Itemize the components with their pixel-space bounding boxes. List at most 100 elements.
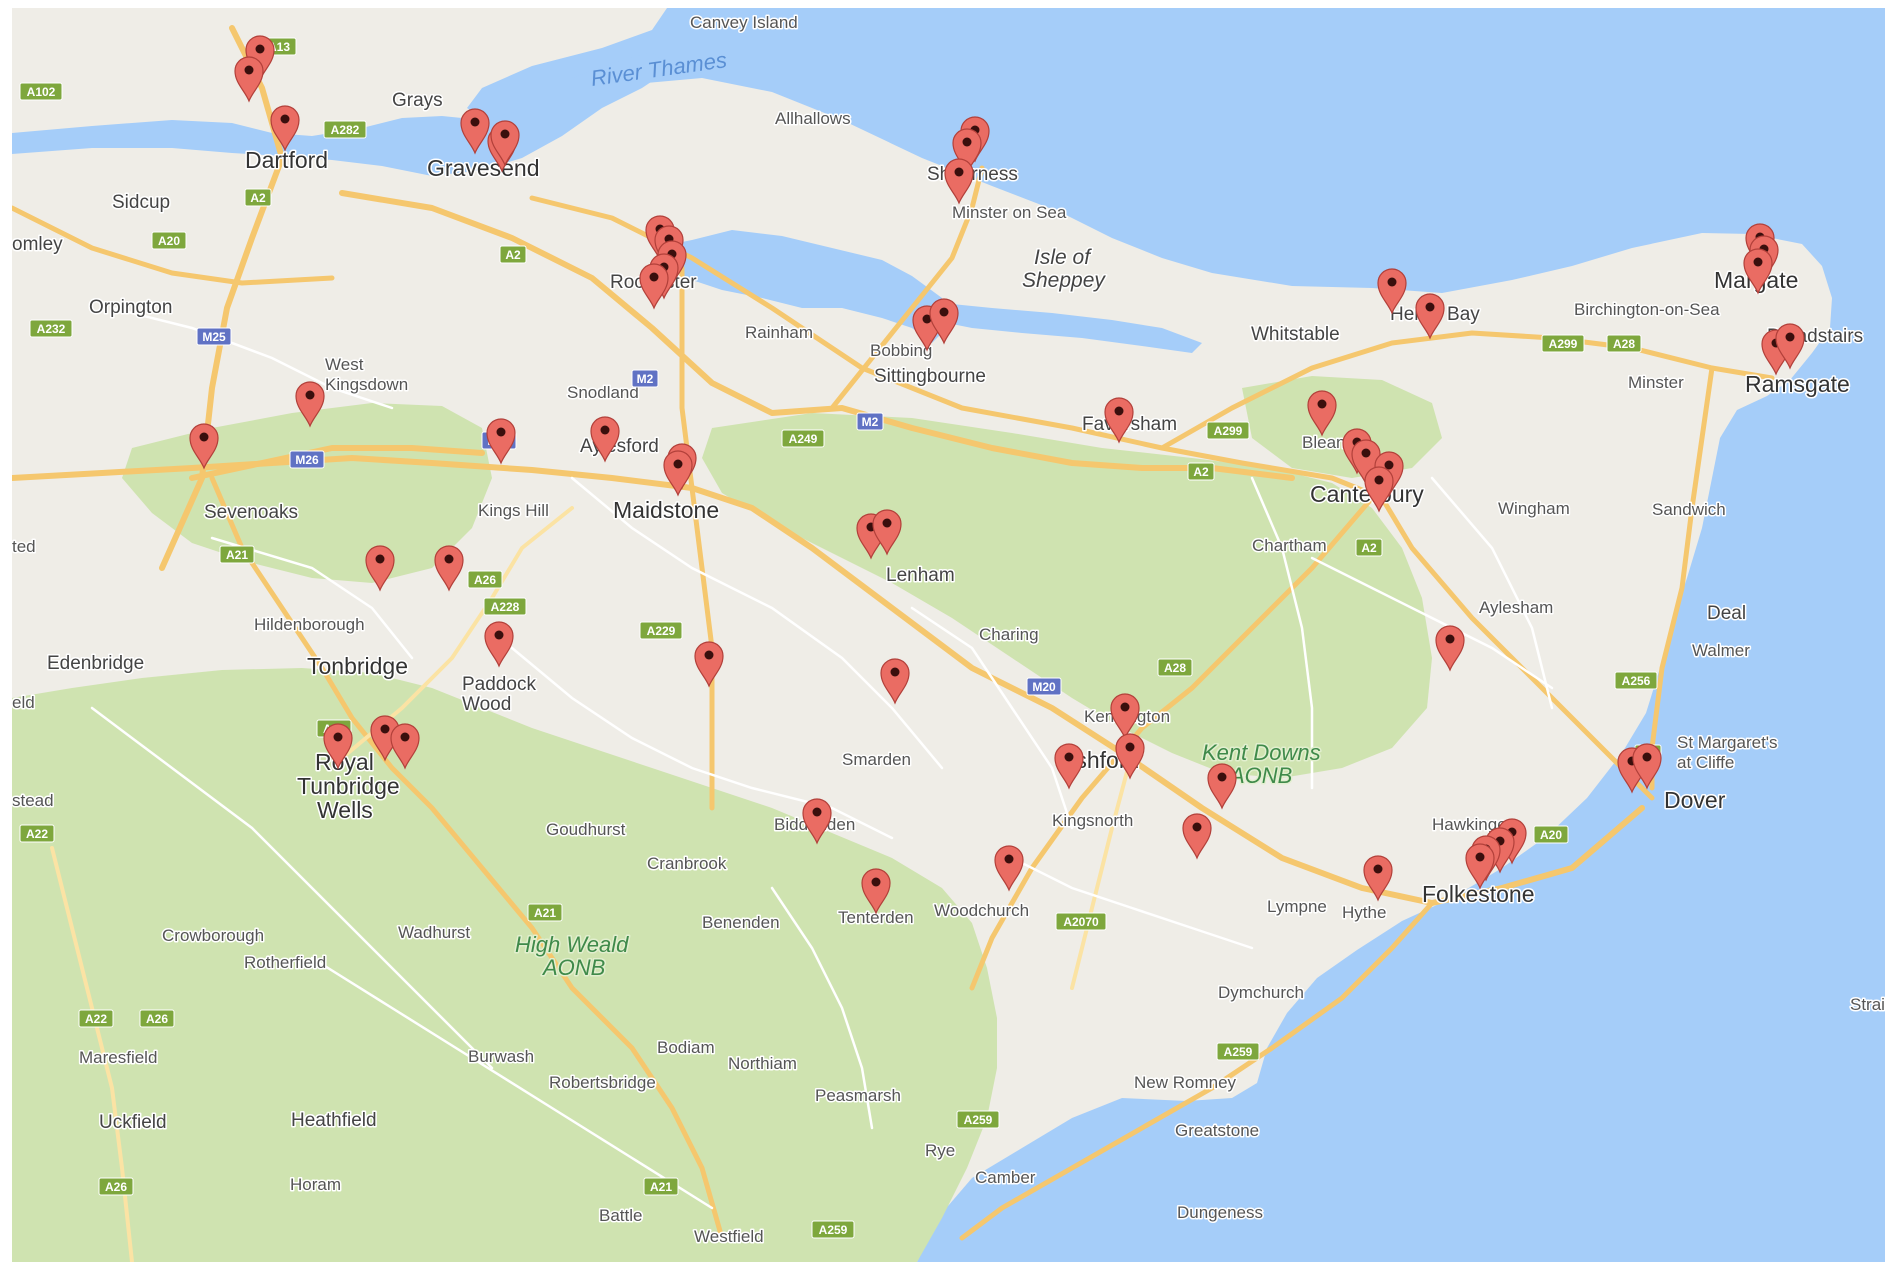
map-pin-icon[interactable] xyxy=(694,641,724,688)
place-label-bromley[interactable]: omley xyxy=(12,233,65,257)
map-pin-icon[interactable] xyxy=(952,128,982,175)
place-label-allhallows[interactable]: Allhallows xyxy=(774,108,853,130)
map-pin-icon[interactable] xyxy=(929,298,959,345)
map-pin-icon[interactable] xyxy=(323,723,353,770)
map-pin-icon[interactable] xyxy=(189,423,219,470)
map-pin-icon[interactable] xyxy=(234,56,264,103)
map-pin-icon[interactable] xyxy=(1182,813,1212,860)
place-label-chartham[interactable]: Chartham xyxy=(1251,535,1329,557)
map-pin-icon[interactable] xyxy=(1363,855,1393,902)
map-pin-icon[interactable] xyxy=(1104,397,1134,444)
place-label-minster-on-sea[interactable]: Minster on Sea xyxy=(951,202,1069,224)
place-label-strait[interactable]: Strai xyxy=(1849,994,1885,1016)
place-label-sandwich[interactable]: Sandwich xyxy=(1651,499,1728,521)
place-label-wadhurst[interactable]: Wadhurst xyxy=(397,922,472,944)
place-label-hildenborough[interactable]: Hildenborough xyxy=(253,614,367,636)
place-label-westerham[interactable]: ted xyxy=(12,536,37,558)
place-label-new-romney[interactable]: New Romney xyxy=(1133,1072,1239,1094)
place-label-lympne[interactable]: Lympne xyxy=(1266,896,1329,918)
map-pin-icon[interactable] xyxy=(434,545,464,592)
map-pin-icon[interactable] xyxy=(460,108,490,155)
place-label-hythe[interactable]: Hythe xyxy=(1341,902,1388,924)
map-pin-icon[interactable] xyxy=(1435,625,1465,672)
place-label-ramsgate[interactable]: Ramsgate xyxy=(1744,370,1852,399)
place-label-field[interactable]: eld xyxy=(12,692,36,714)
place-label-dover[interactable]: Dover xyxy=(1663,786,1728,815)
place-label-rainham[interactable]: Rainham xyxy=(744,322,815,344)
place-label-gravesend[interactable]: Gravesend xyxy=(426,154,542,183)
place-label-crowborough[interactable]: Crowborough xyxy=(161,925,266,947)
map-pin-icon[interactable] xyxy=(861,868,891,915)
map-pin-icon[interactable] xyxy=(639,263,669,310)
place-label-whitstable[interactable]: Whitstable xyxy=(1250,323,1342,347)
map-pin-icon[interactable] xyxy=(270,105,300,152)
place-label-tenterden[interactable]: Tenterden xyxy=(837,907,916,929)
place-label-edenbridge[interactable]: Edenbridge xyxy=(46,652,146,676)
place-label-blean[interactable]: Blean xyxy=(1301,432,1347,454)
place-label-sidcup[interactable]: Sidcup xyxy=(111,191,172,215)
place-label-maidstone[interactable]: Maidstone xyxy=(612,496,721,525)
map-pin-icon[interactable] xyxy=(1054,743,1084,790)
place-label-cranbrook[interactable]: Cranbrook xyxy=(646,853,729,875)
map-pin-icon[interactable] xyxy=(994,845,1024,892)
map-pin-icon[interactable] xyxy=(590,416,620,463)
place-label-battle[interactable]: Battle xyxy=(598,1205,644,1227)
place-label-robertsbridge[interactable]: Robertsbridge xyxy=(548,1072,658,1094)
map-pin-icon[interactable] xyxy=(1207,763,1237,810)
map-pin-icon[interactable] xyxy=(1110,693,1140,740)
place-label-canvey-island[interactable]: Canvey Island xyxy=(689,12,800,34)
place-label-dartford[interactable]: Dartford xyxy=(244,146,330,175)
place-label-lenham[interactable]: Lenham xyxy=(885,564,957,588)
map-pin-icon[interactable] xyxy=(490,120,520,167)
place-label-deal[interactable]: Deal xyxy=(1706,602,1748,626)
map-pin-icon[interactable] xyxy=(1115,733,1145,780)
map-pin-icon[interactable] xyxy=(1415,293,1445,340)
place-label-burwash[interactable]: Burwash xyxy=(467,1046,536,1068)
place-label-grays[interactable]: Grays xyxy=(391,89,445,113)
place-label-heathfield[interactable]: Heathfield xyxy=(290,1109,379,1133)
place-label-rotherfield[interactable]: Rotherfield xyxy=(243,952,328,974)
place-label-camber[interactable]: Camber xyxy=(974,1167,1038,1189)
place-label-rye[interactable]: Rye xyxy=(924,1140,957,1162)
map-pin-icon[interactable] xyxy=(880,658,910,705)
place-label-smarden[interactable]: Smarden xyxy=(841,749,913,771)
place-label-dungeness[interactable]: Dungeness xyxy=(1176,1202,1265,1224)
place-label-sittingbourne[interactable]: Sittingbourne xyxy=(873,365,988,389)
place-label-birchington[interactable]: Birchington-on-Sea xyxy=(1573,299,1722,321)
place-label-charing[interactable]: Charing xyxy=(978,624,1041,646)
place-label-aylesham[interactable]: Aylesham xyxy=(1478,597,1555,619)
place-label-minster[interactable]: Minster xyxy=(1627,372,1686,394)
place-label-maresfield[interactable]: Maresfield xyxy=(78,1047,159,1069)
place-label-orpington[interactable]: Orpington xyxy=(88,296,174,320)
map-pin-icon[interactable] xyxy=(1632,743,1662,790)
place-label-northiam[interactable]: Northiam xyxy=(727,1053,799,1075)
place-label-dymchurch[interactable]: Dymchurch xyxy=(1217,982,1306,1004)
place-label-aylesford[interactable]: Aylesford xyxy=(579,435,661,459)
place-label-uckfield[interactable]: Uckfield xyxy=(98,1111,169,1135)
place-label-wingham[interactable]: Wingham xyxy=(1497,498,1572,520)
place-label-benenden[interactable]: Benenden xyxy=(701,912,782,934)
map-pin-icon[interactable] xyxy=(663,450,693,497)
place-label-bodiam[interactable]: Bodiam xyxy=(656,1037,717,1059)
map-pin-icon[interactable] xyxy=(802,798,832,845)
place-label-greatstone[interactable]: Greatstone xyxy=(1174,1120,1261,1142)
map-pin-icon[interactable] xyxy=(1307,390,1337,437)
map-pin-icon[interactable] xyxy=(1775,323,1805,370)
place-label-kings-hill[interactable]: Kings Hill xyxy=(477,500,551,522)
place-label-westfield[interactable]: Westfield xyxy=(693,1226,766,1248)
place-label-hawkinge[interactable]: Hawkinge xyxy=(1431,814,1509,836)
map-pin-icon[interactable] xyxy=(944,158,974,205)
map-pin-icon[interactable] xyxy=(295,381,325,428)
map-pin-icon[interactable] xyxy=(872,509,902,556)
map-pin-icon[interactable] xyxy=(365,545,395,592)
place-label-sevenoaks[interactable]: Sevenoaks xyxy=(203,501,300,525)
map-pin-icon[interactable] xyxy=(1364,466,1394,513)
place-label-woodchurch[interactable]: Woodchurch xyxy=(933,900,1031,922)
map-pin-icon[interactable] xyxy=(484,621,514,668)
place-label-stead[interactable]: stead xyxy=(12,790,55,812)
place-label-goudhurst[interactable]: Goudhurst xyxy=(545,819,628,841)
